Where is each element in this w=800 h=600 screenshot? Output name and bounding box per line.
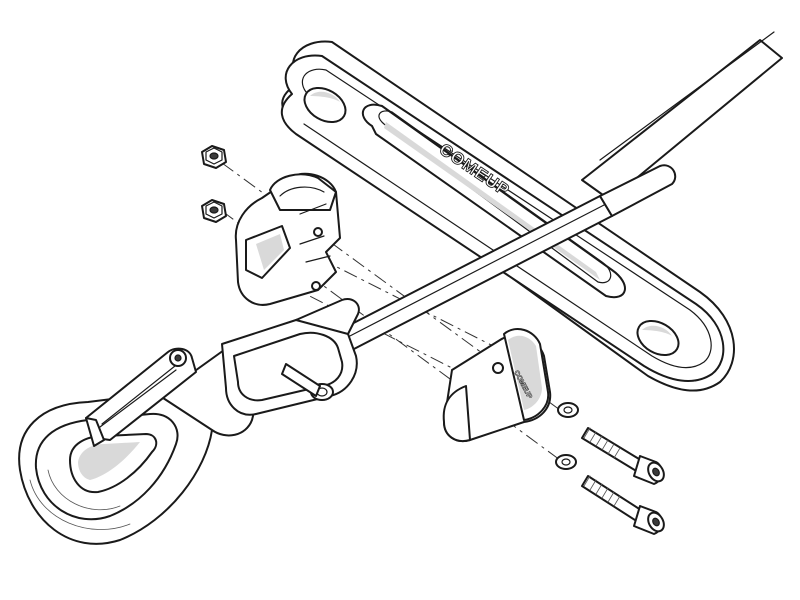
cap-screw-lower — [581, 475, 665, 535]
washer-upper — [557, 402, 579, 418]
thimble-left-half — [234, 172, 341, 306]
thimble-right-half: COMEUP — [442, 328, 552, 442]
washer-lower — [555, 454, 577, 470]
lock-nut-lower — [201, 199, 227, 223]
winch-hook — [18, 298, 360, 545]
wire-rope — [581, 31, 783, 201]
cap-screw-upper — [581, 427, 665, 485]
lock-nut-upper — [201, 145, 227, 169]
